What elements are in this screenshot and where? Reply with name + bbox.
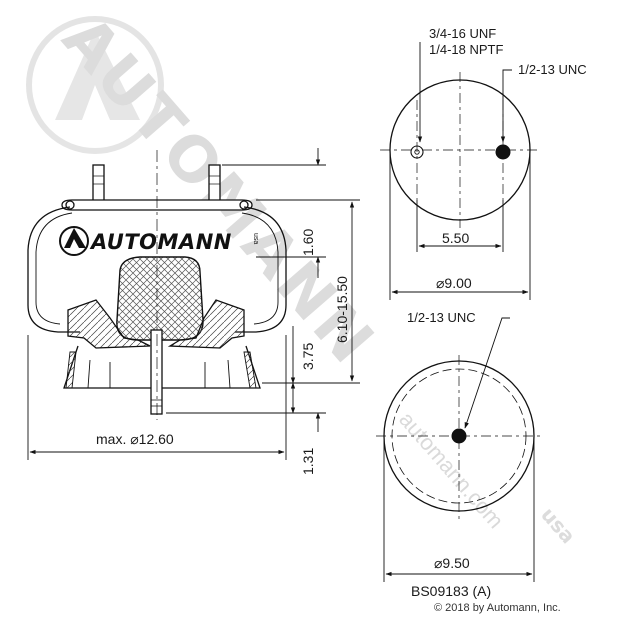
top-stud-right (208, 164, 221, 204)
bottom-stud (150, 329, 163, 415)
bottom-view (376, 317, 542, 582)
piston-section-left (67, 299, 151, 349)
leader-center-thread (464, 317, 510, 429)
air-fitting-icon (410, 145, 424, 159)
dim-lower-height: 3.75 (300, 343, 316, 370)
watermark-suffix: usa (536, 503, 580, 549)
brand-logo: AUTOMANN usa (59, 226, 259, 256)
logo-suffix: usa (252, 233, 259, 244)
bellows-outer (27, 206, 287, 333)
side-dimensions (27, 148, 360, 460)
dim-stud-length: 1.31 (300, 448, 316, 475)
watermark-emblem-icon (26, 16, 164, 154)
dim-overall-width: max. ⌀12.60 (96, 431, 174, 447)
dim-plate-diameter: ⌀9.00 (436, 275, 472, 291)
part-number: BS09183 (A) (411, 583, 491, 599)
top-stud-left (92, 164, 105, 204)
dim-stud-spacing: 5.50 (442, 230, 469, 246)
note-top-stud: 1/2-13 UNC (518, 62, 587, 77)
center-stud-hole (451, 428, 467, 444)
dim-stroke-range: 6.10-15.50 (334, 276, 350, 343)
dim-top-height: 1.60 (300, 229, 316, 256)
copyright: © 2018 by Automann, Inc. (434, 602, 561, 614)
dim-piston-diameter: ⌀9.50 (434, 555, 470, 571)
bellows-inner (35, 212, 279, 325)
watermark-url: automann.com (394, 407, 508, 533)
piston-section-right (167, 299, 245, 349)
note-thread-nptf: 1/4-18 NPTF (429, 42, 503, 57)
note-thread-unf: 3/4-16 UNF (429, 26, 496, 41)
top-view (380, 42, 540, 300)
logo-text: AUTOMANN (89, 230, 232, 254)
leader-stud (500, 69, 512, 143)
logo-emblem-icon (59, 226, 89, 256)
bumper (116, 256, 204, 341)
side-view (27, 150, 287, 420)
top-stud-hole (495, 144, 511, 160)
note-center-thread: 1/2-13 UNC (407, 310, 476, 325)
